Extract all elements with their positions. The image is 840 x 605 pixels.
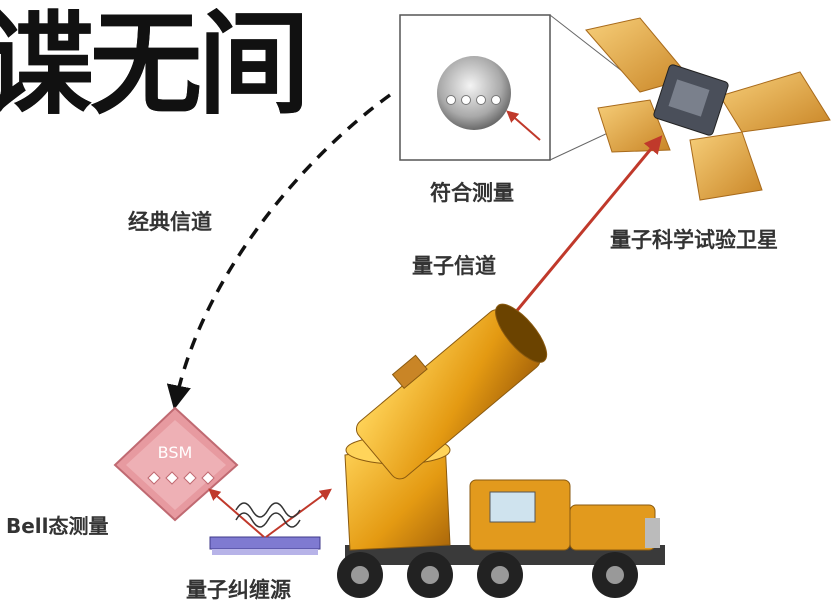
crystal-icon (209, 536, 321, 555)
satellite-label: 量子科学试验卫星 (610, 228, 778, 252)
bell-measurement-label: Bell态测量 (6, 514, 109, 538)
bsm-diamond-icon: BSM (113, 406, 239, 522)
truck-icon (337, 479, 665, 598)
classical-channel-line (166, 93, 392, 410)
quantum-channel-beam (503, 135, 663, 326)
page-title: 谍无间 (0, 0, 310, 130)
telescope-icon (344, 303, 548, 551)
detector-dots-icon (446, 95, 501, 105)
coincidence-measurement-label: 符合测量 (430, 181, 514, 205)
entanglement-source-label: 量子纠缠源 (186, 578, 291, 602)
bsm-label: BSM (158, 443, 193, 462)
detector-lens-icon (437, 56, 511, 130)
satellite-icon (585, 17, 831, 201)
entangled-photons (208, 488, 332, 538)
quantum-channel-label: 量子信道 (412, 254, 496, 278)
classical-channel-label: 经典信道 (128, 210, 212, 234)
